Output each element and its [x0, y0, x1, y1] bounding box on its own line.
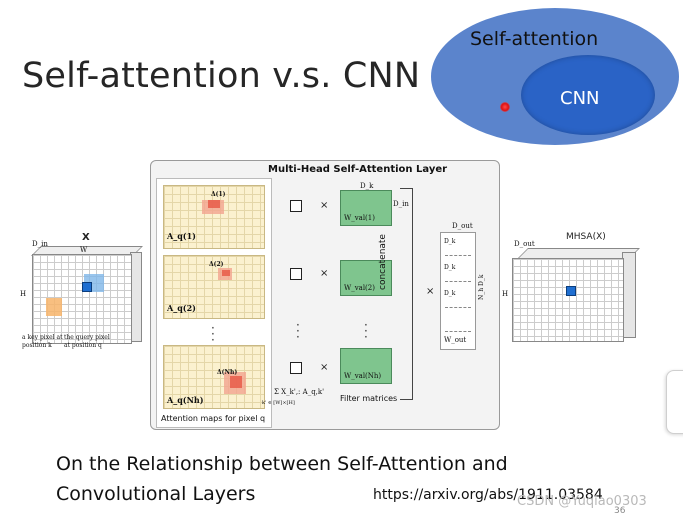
input-dim-h: H [20, 290, 27, 298]
cnn-ellipse [521, 55, 655, 135]
sum-subscript: k' ∈ [W]×[H] [262, 400, 295, 406]
key-pixel-label: a key pixel at position k [22, 334, 63, 349]
times-concat: × [426, 286, 435, 297]
delta-2-label: Δ(2) [209, 261, 224, 268]
attention-map-2 [163, 255, 265, 319]
csdn-watermark: CSDN @Yuqiao0303 [517, 494, 647, 509]
cnn-label: CNN [560, 88, 600, 109]
maps-ellipsis: ··· [211, 321, 215, 347]
figure-title: Multi-Head Self-Attention Layer [268, 164, 448, 175]
dout-label: D_out [452, 222, 473, 230]
paper-url[interactable]: https://arxiv.org/abs/1911.03584 [373, 487, 603, 503]
din-label: D_in [393, 200, 409, 208]
self-attention-label: Self-attention [470, 28, 599, 50]
output-dim-d: D_out [514, 240, 535, 248]
side-toolbar-tab[interactable] [666, 370, 683, 434]
laser-pointer-dot [500, 102, 510, 112]
block-label-3: D_k [444, 290, 456, 297]
key-pixel-highlight [46, 298, 62, 316]
maps-caption: Attention maps for pixel q [161, 414, 266, 423]
times-nh: × [320, 362, 329, 373]
input-label: X [82, 232, 90, 243]
dk-label: D_k [360, 182, 374, 190]
cubes-ellipsis: ··· [296, 318, 300, 344]
attention-map-nh [163, 345, 265, 409]
times-2: × [320, 268, 329, 279]
input-tensor [28, 238, 146, 350]
weight-label-1: W_val(1) [344, 214, 375, 222]
paper-reference: On the Relationship between Self-Attenti… [56, 449, 508, 509]
times-1: × [320, 200, 329, 211]
wout-label: W_out [444, 336, 467, 344]
weight-label-2: W_val(2) [344, 284, 375, 292]
value-cube-2 [290, 268, 302, 280]
output-dim-h: H [502, 290, 509, 298]
filter-caption: Filter matrices [340, 394, 398, 403]
block-label-2: D_k [444, 264, 456, 271]
output-query-pixel [566, 286, 576, 296]
page-number: 36 [614, 506, 626, 516]
output-label: MHSA(X) [566, 232, 606, 242]
attention-map-nh-label: A_q(Nh) [167, 395, 204, 405]
input-dim-w: W [80, 246, 88, 254]
value-cube-1 [290, 200, 302, 212]
output-tensor-grid [512, 258, 624, 342]
attention-maps-panel: A_q(1) Δ(1) A_q(2) Δ(2) ··· A_q(Nh) Δ(Nh… [156, 178, 272, 428]
slide-title: Self-attention v.s. CNN [22, 56, 421, 96]
input-dim-d: D_in [32, 240, 48, 248]
query-pixel-label: the query pixel at position q [64, 334, 110, 349]
filter-matrix-2 [340, 260, 392, 296]
sum-label: Σ X_k',: A_q,k' [274, 388, 325, 396]
concat-label: concatenate [378, 234, 388, 290]
nh-dk-label: N_h D_k [478, 274, 485, 300]
output-projection-matrix [440, 232, 476, 350]
delta-1-label: Δ(1) [211, 191, 226, 198]
paper-title-line-2: Convolutional Layers [56, 483, 256, 505]
query-pixel [82, 282, 92, 292]
attention-map-1 [163, 185, 265, 249]
paper-title-line-1: On the Relationship between Self-Attenti… [56, 453, 508, 475]
filter-matrix-1 [340, 190, 392, 226]
value-cube-nh [290, 362, 302, 374]
attention-map-1-label: A_q(1) [167, 231, 196, 241]
output-tensor-side [622, 252, 636, 338]
weight-label-nh: W_val(Nh) [344, 372, 382, 380]
concat-bracket [400, 188, 413, 400]
filter-matrix-nh [340, 348, 392, 384]
attention-map-2-label: A_q(2) [167, 303, 196, 313]
delta-nh-label: Δ(Nh) [217, 369, 238, 376]
block-label-1: D_k [444, 238, 456, 245]
filters-ellipsis: ··· [364, 318, 368, 344]
output-tensor [508, 244, 640, 344]
